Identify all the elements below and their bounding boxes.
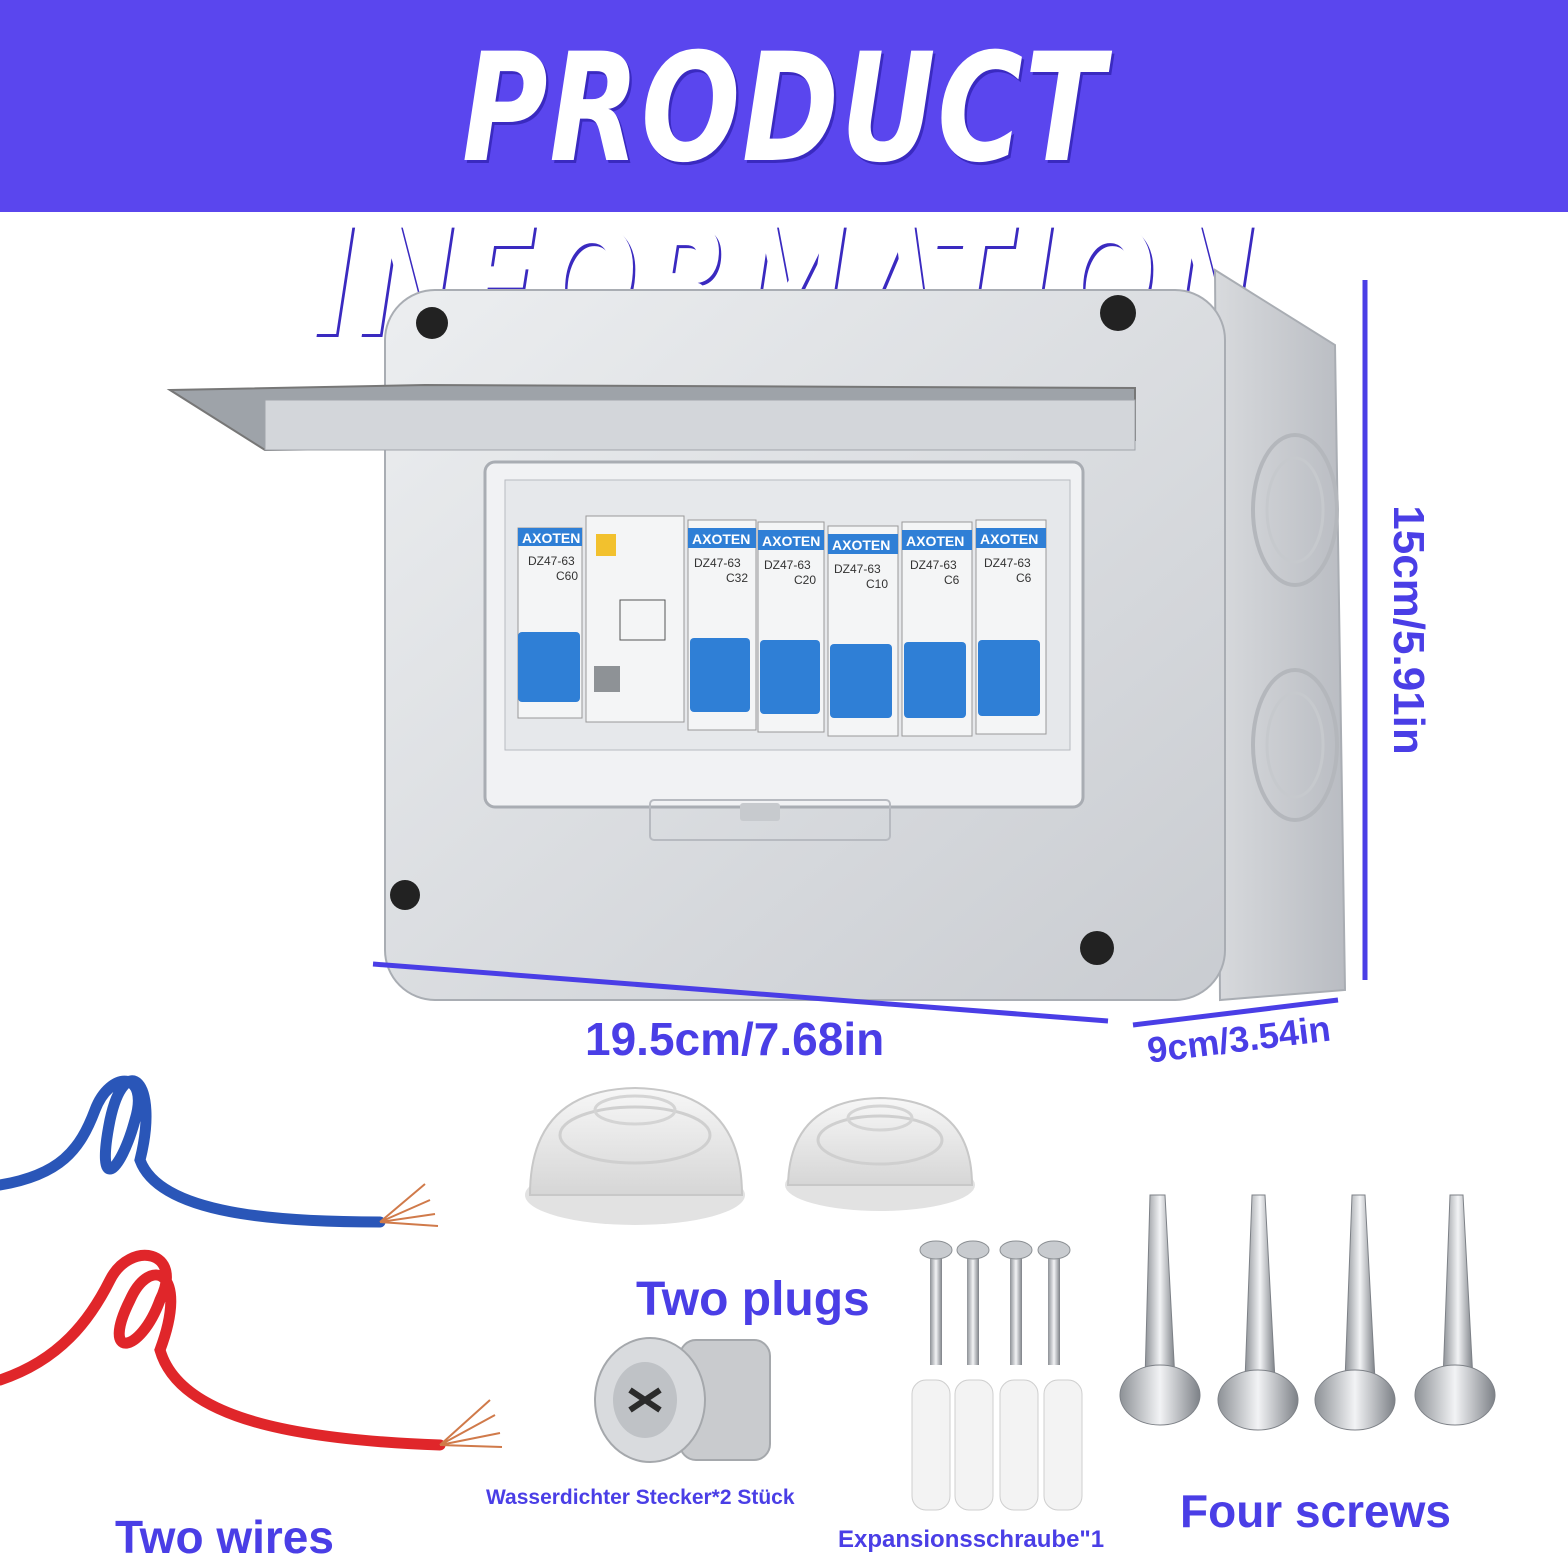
breaker-rating: C10	[866, 577, 888, 591]
breaker: AXOTEN DZ47-63 C20	[757, 521, 825, 733]
gland-caption: Wasserdichter Stecker*2 Stück	[486, 1486, 795, 1509]
breaker: AXOTEN DZ47-63 C32	[687, 519, 757, 731]
breaker-rating: C6	[944, 573, 960, 587]
wires-caption: Two wires	[115, 1511, 334, 1563]
breaker-model: DZ47-63	[528, 554, 575, 568]
breaker-brand: AXOTEN	[980, 531, 1038, 547]
rcd-module	[585, 515, 685, 723]
breaker-brand: AXOTEN	[906, 533, 964, 549]
wood-screws	[1119, 1194, 1496, 1431]
expansion-caption: Expansionsschraube"1	[838, 1526, 1105, 1553]
breaker: AXOTEN DZ47-63 C6	[901, 521, 973, 737]
width-dimension-label: 19.5cm/7.68in	[585, 1013, 885, 1065]
header-banner: PRODUCT INFORMATION	[0, 0, 1568, 370]
breaker-model: DZ47-63	[984, 556, 1031, 570]
breaker-model: DZ47-63	[834, 562, 881, 576]
breaker-brand: AXOTEN	[522, 530, 580, 546]
dimension-lines	[372, 280, 1368, 1028]
expansion-screws	[911, 1240, 1083, 1511]
screws-caption: Four screws	[1180, 1485, 1451, 1537]
breaker-brand: AXOTEN	[832, 537, 890, 553]
breaker-model: DZ47-63	[694, 556, 741, 570]
breaker-model: DZ47-63	[910, 558, 957, 572]
breaker-brand: AXOTEN	[692, 531, 750, 547]
breaker: AXOTEN DZ47-63 C10	[827, 525, 899, 737]
breaker-rating: C6	[1016, 571, 1032, 585]
breaker-rating: C20	[794, 573, 816, 587]
breaker: AXOTEN DZ47-63 C6	[975, 519, 1047, 735]
cable-gland	[594, 1337, 771, 1463]
breaker-row: AXOTEN DZ47-63 C60 AXOTEN DZ47-63 C32 AX…	[517, 515, 1047, 737]
height-dimension-label: 15cm/5.91in	[1384, 505, 1433, 755]
plugs-caption: Two plugs	[636, 1273, 870, 1326]
wires	[0, 1075, 503, 1451]
breaker: AXOTEN DZ47-63 C60	[517, 527, 583, 719]
breaker-rating: C32	[726, 571, 748, 585]
breaker-rating: C60	[556, 569, 578, 583]
breaker-model: DZ47-63	[764, 558, 811, 572]
breaker-brand: AXOTEN	[762, 533, 820, 549]
plugs	[525, 1086, 975, 1225]
